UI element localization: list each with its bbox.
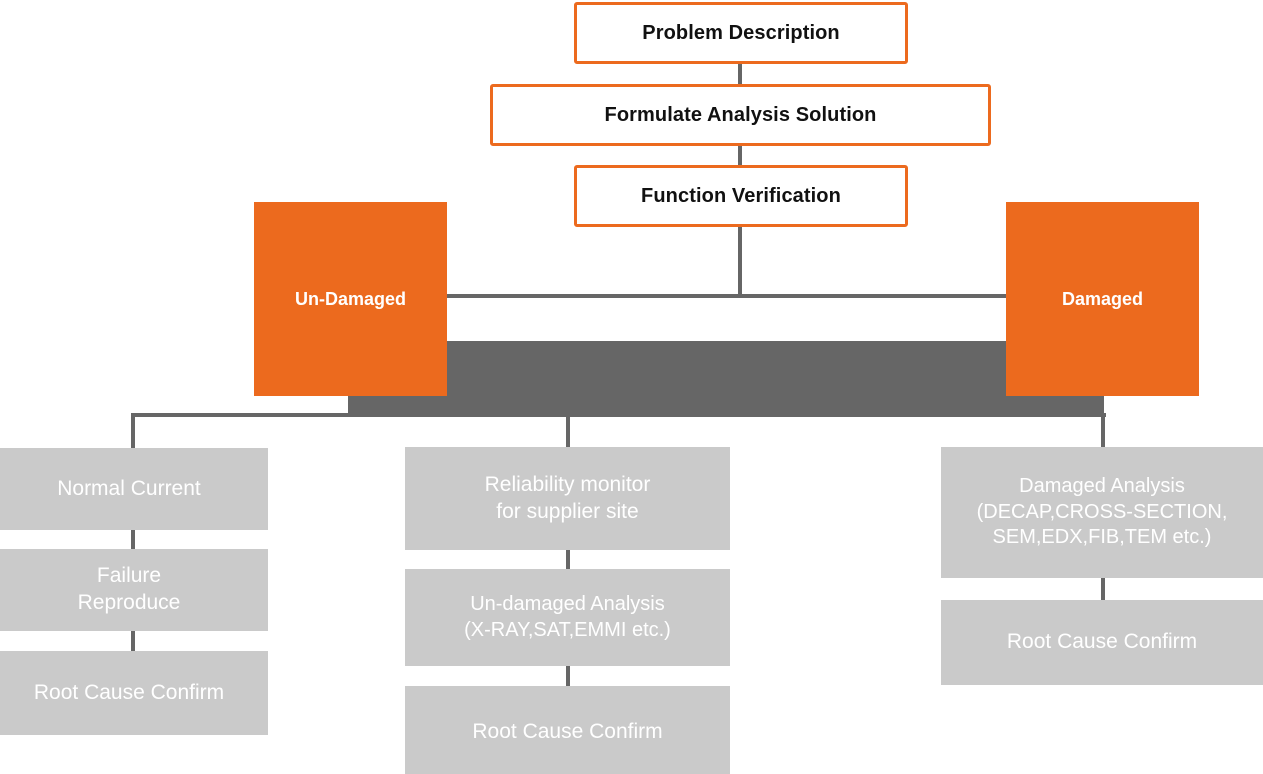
decision-block-damaged[interactable]: Damaged: [1006, 202, 1199, 396]
task-box-normal-current[interactable]: Normal Current: [0, 448, 268, 530]
connector-branch-middle-drop: [566, 413, 570, 449]
connector-left-step1-step2: [131, 530, 135, 550]
task-box-root-cause-right[interactable]: Root Cause Confirm: [941, 600, 1263, 685]
process-box-function-verification[interactable]: Function Verification: [574, 165, 908, 227]
connector-formulate-to-function: [738, 145, 742, 166]
connector-branch-left-drop: [131, 413, 135, 449]
task-box-reliability-monitor[interactable]: Reliability monitor for supplier site: [405, 447, 730, 550]
task-box-root-cause-left[interactable]: Root Cause Confirm: [0, 651, 268, 735]
merge-bar-lower: [348, 396, 1104, 417]
connector-function-to-split: [738, 226, 742, 298]
connector-split-horizontal: [446, 294, 1008, 298]
merge-bar: [446, 341, 1006, 401]
connector-middle-step1-step2: [566, 550, 570, 570]
process-box-formulate-analysis[interactable]: Formulate Analysis Solution: [490, 84, 991, 146]
decision-block-un-damaged-label: Un-Damaged: [294, 288, 406, 309]
process-box-problem-description[interactable]: Problem Description: [574, 2, 908, 64]
connector-problem-to-formulate: [738, 63, 742, 85]
connector-middle-step2-step3: [566, 665, 570, 686]
task-box-failure-reproduce[interactable]: Failure Reproduce: [0, 549, 268, 631]
connector-branch-right-drop: [1101, 413, 1105, 449]
decision-block-damaged-label: Damaged: [1061, 288, 1144, 309]
process-box-function-verification-label: Function Verification: [641, 184, 841, 207]
process-box-problem-description-label: Problem Description: [642, 21, 840, 44]
connector-right-step1-step2: [1101, 578, 1105, 600]
task-box-damaged-analysis[interactable]: Damaged Analysis (DECAP,CROSS-SECTION, S…: [941, 447, 1263, 578]
decision-block-un-damaged[interactable]: Un-Damaged: [254, 202, 447, 396]
process-box-formulate-analysis-label: Formulate Analysis Solution: [604, 103, 877, 126]
task-box-un-damaged-analysis[interactable]: Un-damaged Analysis (X-RAY,SAT,EMMI etc.…: [405, 569, 730, 666]
task-box-root-cause-middle[interactable]: Root Cause Confirm: [405, 686, 730, 774]
connector-left-step2-step3: [131, 631, 135, 652]
